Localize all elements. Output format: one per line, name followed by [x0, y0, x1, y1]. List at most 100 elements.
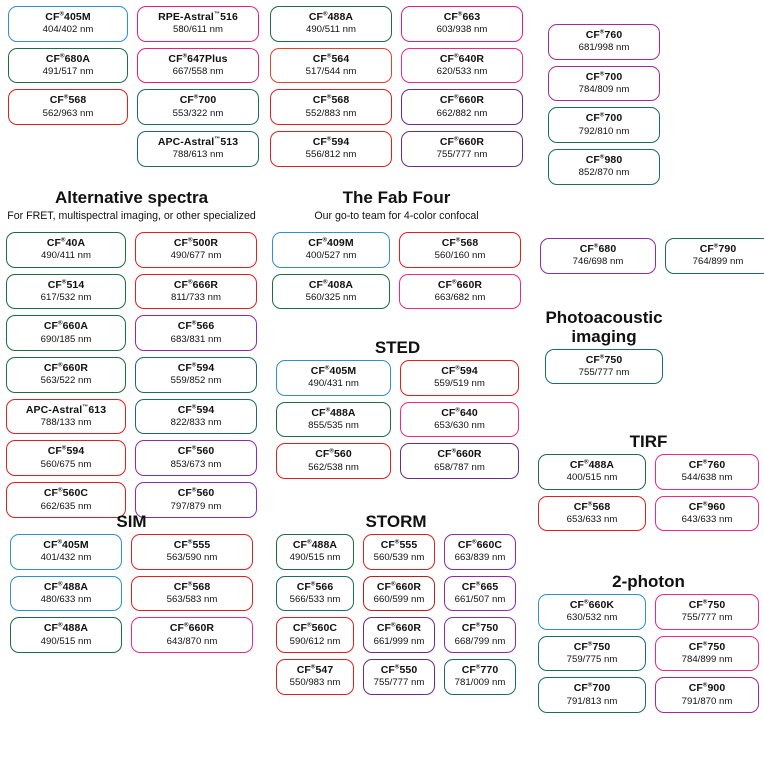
fluorophore-spectra: 683/831 nm [170, 333, 222, 345]
fluorophore-name-prefix: CF [169, 622, 185, 635]
fluorophore-name-suffix: 613 [88, 403, 107, 416]
registered-trademark-icon: ® [60, 53, 65, 60]
fluorophore-name-prefix: CF [688, 500, 703, 513]
fluorophore-name-suffix: 560C [62, 487, 89, 500]
fluorophore-name: CF®405M [11, 11, 125, 23]
registered-trademark-icon: ® [323, 279, 328, 286]
fluorophore-spectra: 517/544 nm [305, 66, 357, 78]
fluorophore-name-prefix: RPE-Astral [158, 11, 214, 23]
registered-trademark-icon: ® [307, 622, 312, 629]
fluorophore-name: CF®40A [9, 237, 123, 249]
fluorophore-name-suffix: 660K [588, 599, 615, 611]
fluorophore-name: CF®660R [404, 94, 520, 106]
registered-trademark-icon: ® [182, 53, 188, 60]
fluorophore-name: CF®640R [404, 53, 520, 65]
fluorophore-name-prefix: CF [45, 11, 60, 23]
fluorophore-spectra: 661/999 nm [373, 635, 425, 647]
fluorophore-name-prefix: CF [308, 11, 324, 23]
registered-trademark-icon: ® [713, 243, 719, 250]
fluorophore-name-suffix: 408A [327, 278, 354, 291]
fluorophore-spectra: 560/539 nm [373, 552, 425, 564]
fluorophore-spectra: 556/812 nm [305, 149, 357, 161]
fluorophore-name-suffix: 680A [64, 52, 91, 65]
